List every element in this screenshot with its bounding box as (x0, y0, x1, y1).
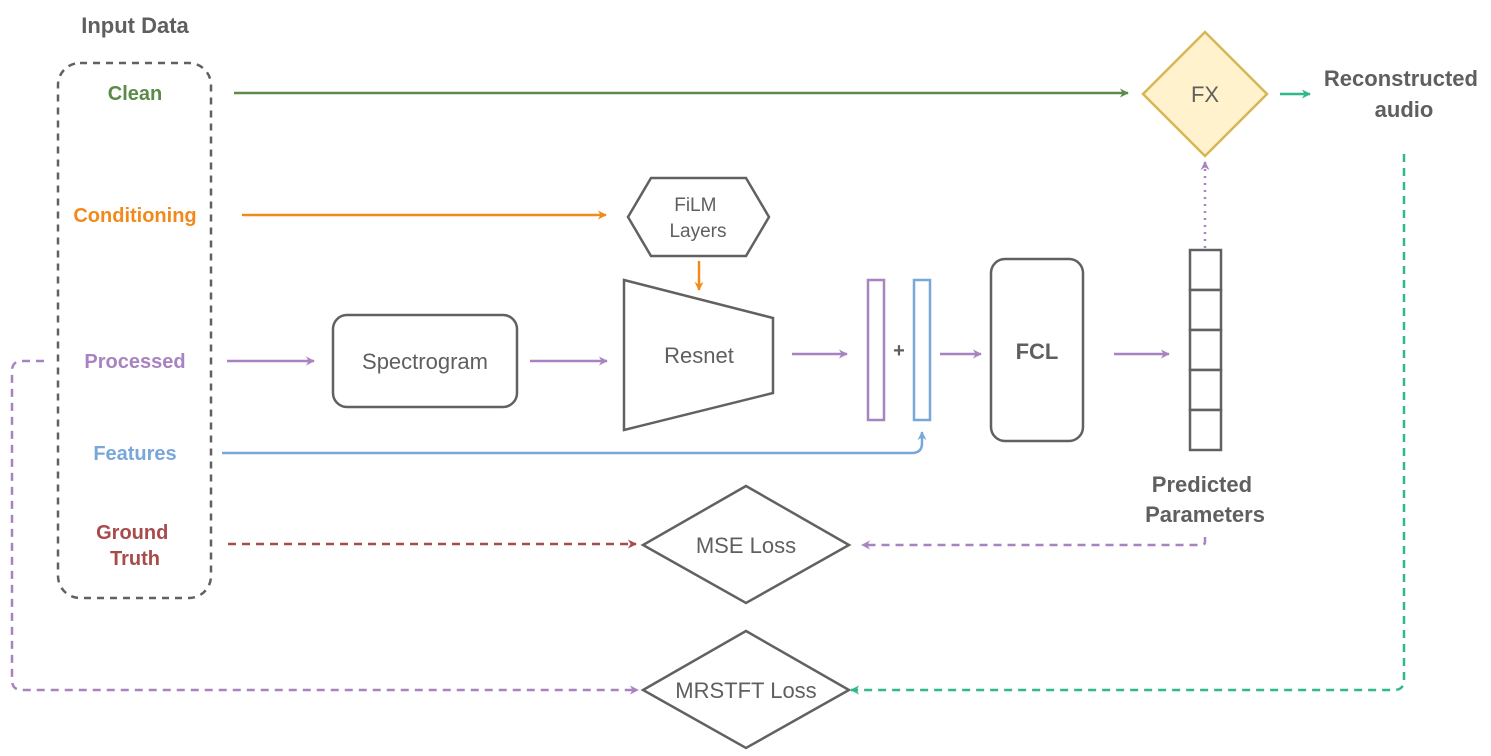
fx-node (1141, 30, 1269, 158)
concat-plus-sign: + (893, 340, 905, 362)
input-conditioning-label: Conditioning (73, 205, 196, 227)
parameter-cell (1188, 248, 1223, 292)
film-line-1: FiLM (674, 195, 716, 216)
fcl-node (989, 257, 1085, 443)
mrstft-loss-node (640, 629, 852, 750)
ground-truth-line-2: Truth (110, 548, 160, 570)
mse-loss-label: MSE Loss (696, 533, 796, 558)
ground-truth-line-1: Ground (96, 522, 168, 544)
arrow-reconstructed-to-mrstft (850, 154, 1406, 695)
resnet-embedding-vector (866, 278, 886, 422)
fcl-label: FCL (1016, 339, 1059, 364)
input-data-title: Input Data (81, 13, 189, 38)
predicted-parameters-label: Predicted Parameters (1145, 472, 1265, 527)
parameter-cell (1188, 288, 1223, 332)
resnet-label: Resnet (664, 343, 734, 368)
reconstructed-line-1: Reconstructed (1324, 66, 1478, 91)
mse-loss-node (640, 484, 852, 605)
input-clean-label: Clean (108, 83, 162, 105)
input-processed-label: Processed (84, 351, 185, 373)
film-layers-label: FiLM Layers (669, 195, 726, 242)
arrow-features-to-vector (222, 431, 927, 455)
predicted-parameters-vector (1188, 248, 1223, 452)
mrstft-loss-label: MRSTFT Loss (675, 678, 816, 703)
reconstructed-audio-label: Reconstructed audio (1324, 66, 1484, 122)
spectrogram-node (331, 313, 519, 409)
resnet-node (622, 278, 775, 432)
film-layers-node (626, 176, 771, 258)
reconstructed-line-2: audio (1375, 97, 1434, 122)
parameter-cell (1188, 368, 1223, 412)
input-features-label: Features (93, 443, 176, 465)
parameter-cell (1188, 328, 1223, 372)
predicted-line-2: Parameters (1145, 502, 1265, 527)
predicted-line-1: Predicted (1152, 472, 1252, 497)
input-data-group (56, 61, 213, 600)
spectrogram-label: Spectrogram (362, 349, 488, 374)
parameter-cell (1188, 408, 1223, 452)
features-vector (912, 278, 932, 422)
film-line-2: Layers (669, 221, 726, 242)
fx-label: FX (1191, 82, 1219, 107)
arrow-parameters-to-mse (861, 537, 1207, 550)
input-ground-truth-label: Ground Truth (96, 522, 174, 570)
